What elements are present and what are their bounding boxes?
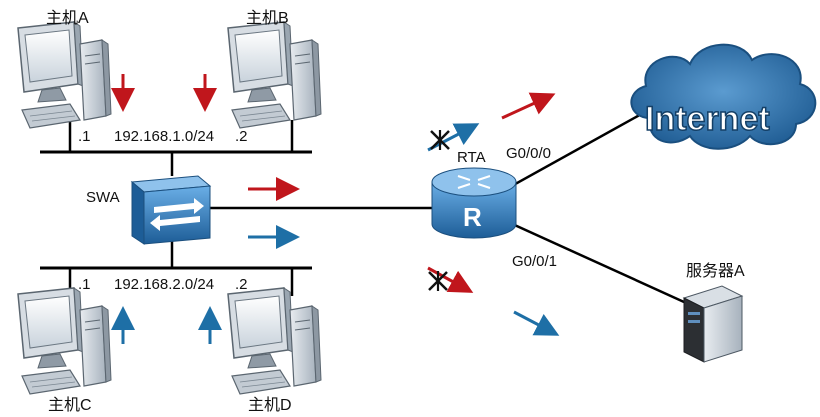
switch-icon (130, 175, 212, 245)
host-b-label: 主机B (246, 9, 289, 27)
router-label: RTA (457, 149, 486, 166)
interface-g001-label: G0/0/1 (512, 253, 557, 270)
interface-g000-label: G0/0/0 (506, 145, 551, 162)
desktop-computer-icon (17, 287, 112, 395)
server-label: 服务器A (686, 262, 745, 280)
switch-label: SWA (86, 189, 120, 206)
host-b[interactable] (227, 21, 322, 129)
x-mark-icon (427, 269, 449, 293)
top-left-suffix: .1 (78, 128, 91, 145)
router-to-server-link (507, 220, 685, 304)
router-icon (431, 167, 517, 239)
host-a[interactable] (17, 21, 112, 129)
host-a-label: 主机A (46, 9, 89, 27)
switch-swa[interactable] (130, 175, 212, 245)
internet-cloud[interactable]: Internet (630, 43, 817, 150)
desktop-computer-icon (227, 21, 322, 129)
bottom-left-suffix: .1 (78, 276, 91, 293)
host-c-label: 主机C (48, 396, 92, 414)
red-arrow-to-server-blocked (427, 266, 474, 293)
host-d[interactable] (227, 287, 322, 395)
host-c[interactable] (17, 287, 112, 395)
bottom-network: 192.168.2.0/24 (114, 276, 214, 293)
top-network: 192.168.1.0/24 (114, 128, 214, 145)
server-a[interactable] (682, 285, 744, 363)
blue-arrow-to-server (513, 310, 560, 336)
router-rta[interactable]: R (431, 167, 517, 239)
router-letter: R (463, 202, 482, 232)
bottom-right-suffix: .2 (235, 276, 248, 293)
desktop-computer-icon (17, 21, 112, 129)
cloud-icon (630, 43, 817, 150)
server-icon (682, 285, 744, 363)
red-arrow-to-internet (501, 92, 556, 120)
host-d-label: 主机D (248, 396, 292, 414)
top-right-suffix: .2 (235, 128, 248, 145)
desktop-computer-icon (227, 287, 322, 395)
router-to-internet-link (507, 110, 646, 190)
internet-label: Internet (645, 100, 770, 138)
